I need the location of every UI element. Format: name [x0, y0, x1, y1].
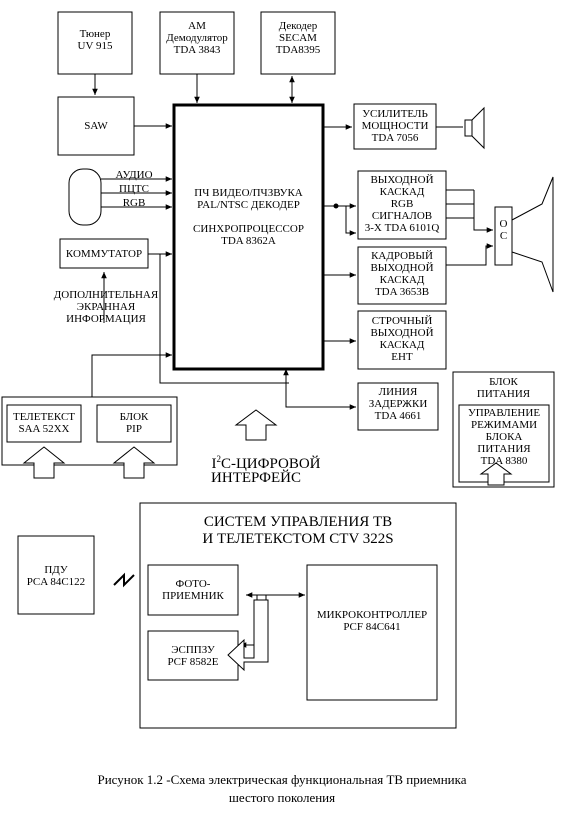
- caption-line1: Рисунок 1.2 -Схема электрическая функцио…: [97, 772, 467, 787]
- teletext-label: ТЕЛЕТЕКСТ SAA 52XX: [12, 411, 76, 435]
- extra-info-label: ДОПОЛНИТЕЛЬНАЯ ЭКРАННАЯ ИНФОРМАЦИЯ: [53, 289, 159, 325]
- secam-block: [260, 11, 336, 75]
- hollow-arrow-pip: [112, 446, 156, 479]
- mcu-block: [306, 564, 438, 701]
- rgb-out-block: [357, 170, 447, 240]
- pcts-label: ПЦТС: [119, 183, 149, 195]
- power-amp-label: УСИЛИТЕЛЬ МОЩНОСТИ TDA 7056: [361, 108, 429, 144]
- audio-input-bundle: [68, 168, 102, 226]
- line-out-block: [357, 310, 447, 370]
- audio-label: АУДИО: [115, 169, 153, 181]
- crt-tube: [511, 176, 554, 293]
- hollow-arrow-teletext: [22, 446, 66, 479]
- psu-ctrl-label: УПРАВЛЕНИЕ РЕЖИМАМИ БЛОКА ПИТАНИЯ TDA 83…: [467, 407, 541, 467]
- saw-label: SAW: [84, 120, 108, 132]
- hollow-arrow-i2c: [234, 409, 278, 441]
- i2c-label: I2С-ЦИФРОВОЙ: [211, 454, 321, 472]
- hollow-bus-vertical: [227, 599, 269, 672]
- frame-out-block: [357, 246, 447, 305]
- teletext-block: [6, 404, 82, 443]
- pip-label: БЛОК PIP: [119, 411, 149, 435]
- tuner-label: Тюнер UV 915: [77, 28, 113, 52]
- secam-label: Декодер SECAM TDA8395: [275, 20, 321, 56]
- eeprom-label: ЭСППЗУ PCF 8582E: [167, 644, 219, 668]
- main-chip-block: [172, 103, 325, 371]
- control-system-label: СИСТЕМ УПРАВЛЕНИЯ ТВ И ТЕЛЕТЕКСТОМ CTV 3…: [202, 514, 394, 547]
- mcu-label: МИКРОКОНТРОЛЛЕР PCF 84C641: [316, 609, 428, 633]
- hollow-arrow-psu: [479, 462, 513, 486]
- line-out-label: СТРОЧНЫЙ ВЫХОДНОЙ КАСКАД ЕНТ: [370, 315, 434, 363]
- psu-title: БЛОК ПИТАНИЯ: [476, 376, 531, 400]
- photo-label: ФОТО- ПРИЕМНИК: [162, 578, 224, 602]
- delay-line-label: ЛИНИЯ ЗАДЕРЖКИ TDA 4661: [368, 386, 428, 422]
- pip-block: [96, 404, 172, 443]
- rgb-out-label: ВЫХОДНОЙ КАСКАД RGB СИГНАЛОВ 3-Х TDA 610…: [364, 174, 440, 234]
- rgb-label: RGB: [122, 197, 146, 209]
- interface-label: ИНТЕРФЕЙС: [211, 470, 301, 486]
- main-chip-label: ПЧ ВИДЕО/ПЧЗВУКА PAL/NTSC ДЕКОДЕР СИНХРО…: [193, 187, 304, 247]
- remote-label: ПДУ PCA 84C122: [26, 564, 86, 588]
- remote-block: [17, 535, 95, 615]
- delay-line-block: [357, 382, 439, 431]
- photo-block: [147, 564, 239, 616]
- frame-out-label: КАДРОВЫЙ ВЫХОДНОЙ КАСКАД TDA 3653B: [370, 250, 434, 298]
- psu-block: [452, 371, 555, 488]
- am-demod-label: АМ Демодулятор TDA 3843: [166, 20, 228, 56]
- ir-signal-icon: [113, 572, 135, 588]
- peripheral-group: [1, 396, 178, 466]
- crt-label: О С: [499, 218, 508, 242]
- speaker-icon: [464, 106, 485, 150]
- switch-label: КОММУТАТОР: [65, 248, 143, 260]
- caption-line2: шестого поколения: [228, 790, 336, 805]
- control-system-block: [139, 502, 457, 729]
